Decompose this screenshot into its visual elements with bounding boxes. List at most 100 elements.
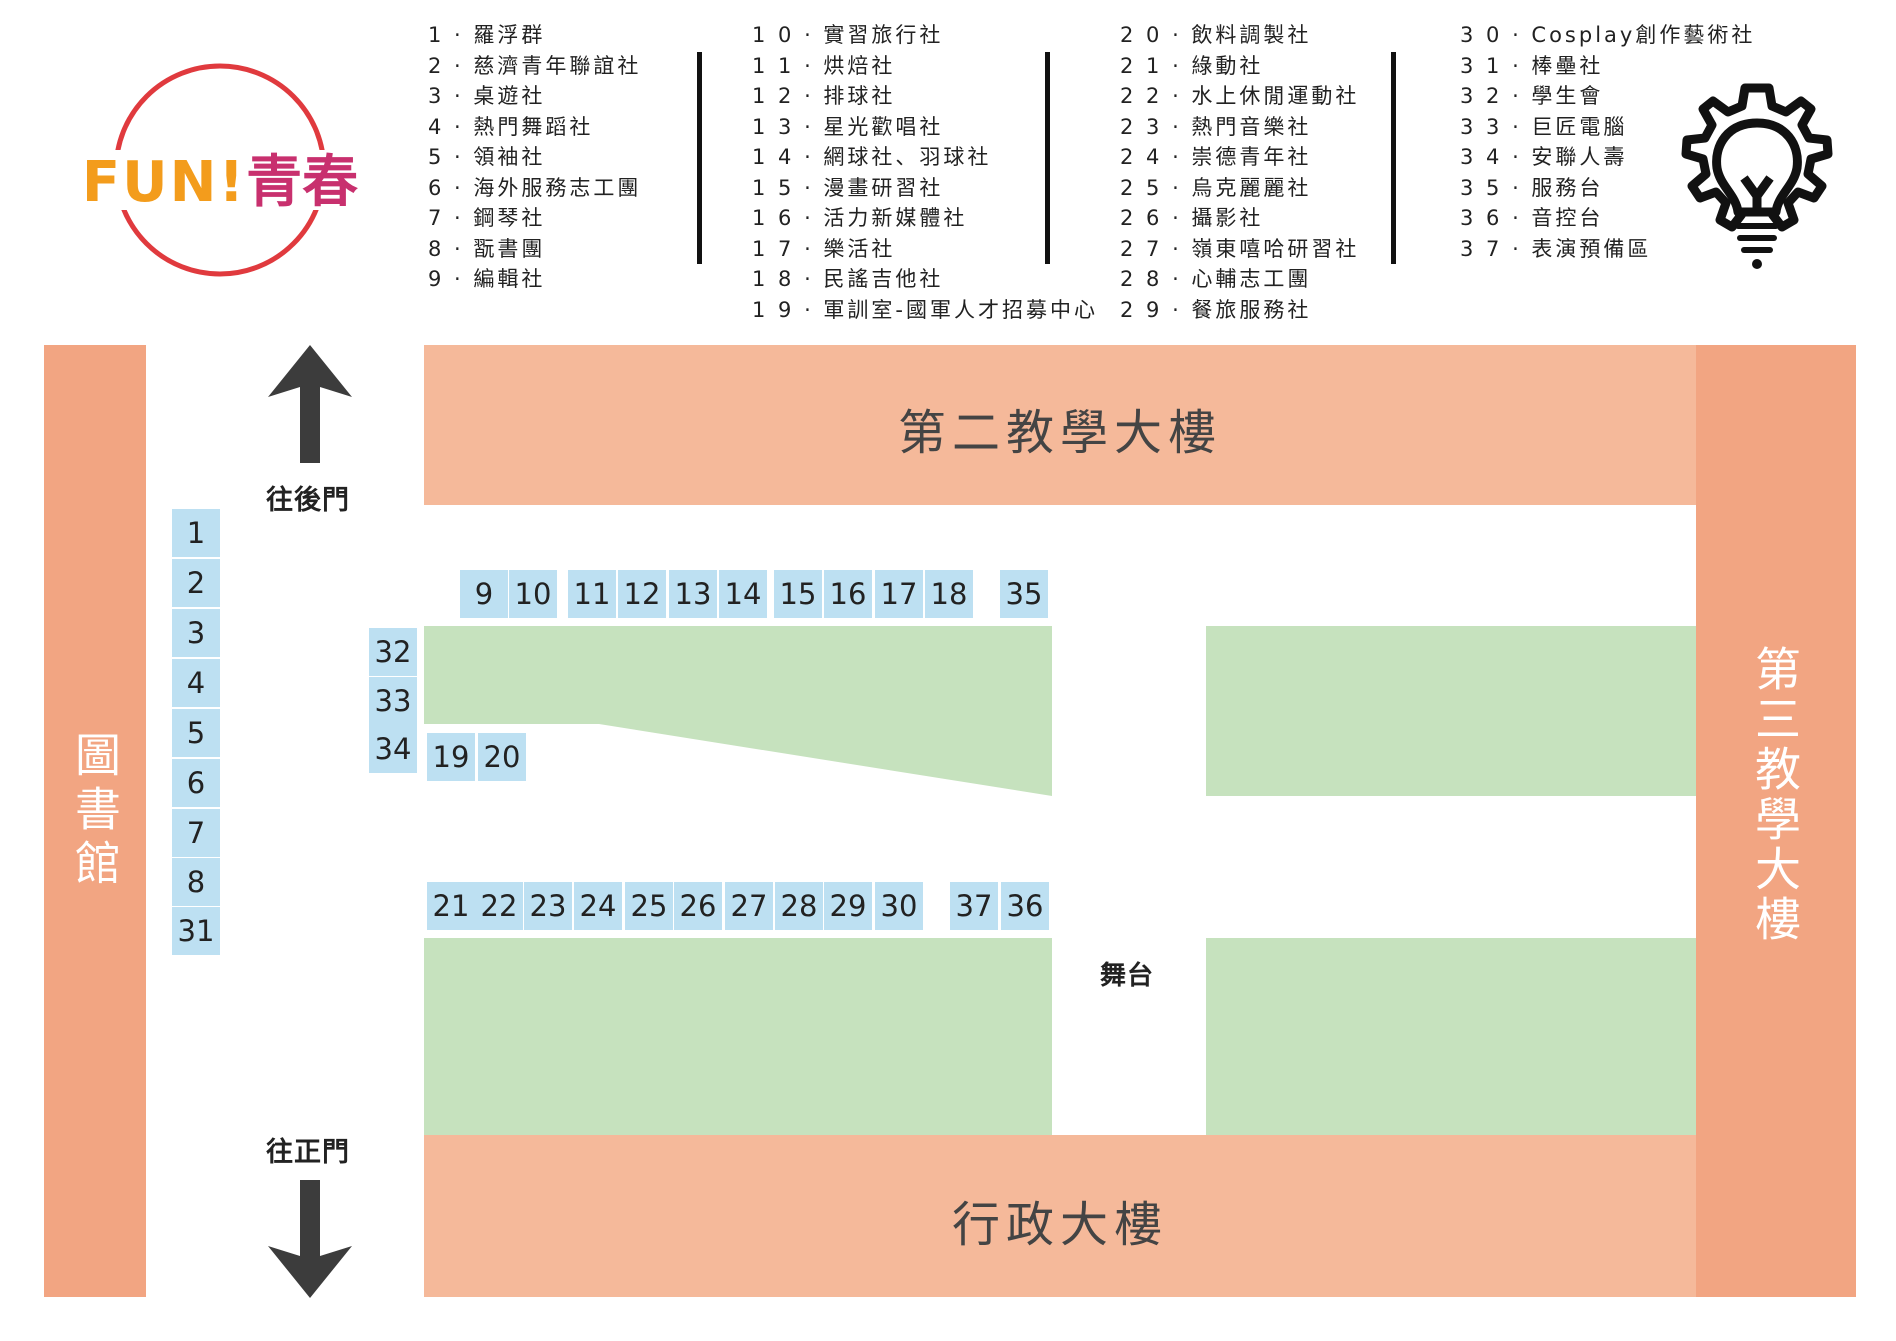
legend-item: 2 5 · 烏克麗麗社: [1120, 175, 1312, 200]
legend-item: 9 · 編輯社: [428, 267, 546, 291]
booth: 26: [674, 882, 722, 930]
booth: 3: [172, 609, 220, 657]
legend-item: 1 2 · 排球社: [752, 84, 896, 108]
logo-circle-icon: [90, 63, 350, 277]
booth: 34: [369, 725, 417, 773]
legend-item: 3 6 · 音控台: [1460, 206, 1604, 230]
booth: 27: [725, 882, 773, 930]
teaching-building-2: 第二教學大樓: [424, 345, 1696, 505]
back-gate-label: 往後門: [266, 485, 350, 516]
legend-item: 5 · 領袖社: [428, 145, 546, 169]
legend-item: 1 · 羅浮群: [428, 23, 546, 47]
booth: 37: [950, 882, 998, 930]
legend-item: 2 3 · 熱門音樂社: [1120, 114, 1312, 139]
booth: 20: [478, 733, 526, 781]
booth: 29: [824, 882, 872, 930]
legend-item: 3 4 · 安聯人壽: [1460, 145, 1628, 169]
admin-building-label: 行政大樓: [951, 1197, 1168, 1253]
legend-column-3: 2 0 · 飲料調製社 2 1 · 綠動社 2 2 · 水上休閒運動社 2 3 …: [1120, 20, 1359, 325]
booth: 21: [427, 882, 475, 930]
legend-item: 3 · 桌遊社: [428, 84, 546, 108]
logo-text-cn: 青春: [246, 150, 359, 215]
booth: 5: [172, 709, 220, 757]
booth: 4: [172, 659, 220, 707]
legend-item: 2 6 · 攝影社: [1120, 206, 1264, 230]
booth: 9: [460, 570, 508, 618]
booth: 24: [574, 882, 622, 930]
booth: 12: [618, 570, 666, 618]
legend-item: 1 3 · 星光歡唱社: [752, 114, 944, 139]
legend-divider: [1391, 52, 1396, 264]
legend-item: 6 · 海外服務志工團: [428, 175, 642, 200]
booth: 22: [475, 882, 523, 930]
legend-column-2: 1 0 · 實習旅行社 1 1 · 烘焙社 1 2 · 排球社 1 3 · 星光…: [752, 20, 1098, 325]
library-building: 圖書館: [44, 345, 146, 1297]
arrow-up-icon: [268, 345, 352, 463]
legend-item: 8 · 翫書團: [428, 236, 546, 261]
booth: 6: [172, 759, 220, 807]
teaching-building-3: 第三教學大樓: [1696, 345, 1856, 1297]
lawn-upper-left: [424, 626, 1052, 796]
booth: 19: [427, 733, 475, 781]
legend-column-1: 1 · 羅浮群 2 · 慈濟青年聯誼社 3 · 桌遊社 4 · 熱門舞蹈社 5 …: [428, 20, 641, 295]
stage-label: 舞台: [1100, 961, 1155, 991]
lawn-upper-right: [1206, 626, 1696, 796]
legend-item: 3 7 · 表演預備區: [1460, 236, 1652, 261]
booth: 31: [172, 907, 220, 955]
booth: 17: [875, 570, 923, 618]
booth: 11: [568, 570, 616, 618]
legend-item: 3 1 · 棒壘社: [1460, 53, 1604, 78]
legend-item: 2 7 · 嶺東嘻哈研習社: [1120, 236, 1360, 261]
admin-building: 行政大樓: [424, 1135, 1696, 1297]
booth: 7: [172, 809, 220, 857]
library-label: 圖書館: [68, 731, 122, 893]
legend-item: 3 5 · 服務台: [1460, 175, 1604, 200]
legend-item: 3 2 · 學生會: [1460, 84, 1604, 108]
booth: 28: [775, 882, 823, 930]
legend-item: 1 8 · 民謠吉他社: [752, 267, 944, 291]
legend-item: 2 2 · 水上休閒運動社: [1120, 84, 1360, 108]
booth: 13: [669, 570, 717, 618]
legend-column-4: 3 0 · Cosplay創作藝術社 3 1 · 棒壘社 3 2 · 學生會 3…: [1460, 20, 1755, 264]
legend-item: 2 · 慈濟青年聯誼社: [428, 53, 642, 78]
legend-item: 3 3 · 巨匠電腦: [1460, 114, 1628, 139]
booth: 10: [509, 570, 557, 618]
booth: 32: [369, 628, 417, 676]
lightbulb-gear-icon: [1681, 83, 1833, 269]
legend-divider: [697, 52, 702, 264]
booth: 14: [719, 570, 767, 618]
legend-item: 2 1 · 綠動社: [1120, 53, 1264, 78]
legend-item: 2 8 · 心輔志工團: [1120, 267, 1312, 291]
logo-text: FUN!青春: [80, 137, 360, 218]
lawn-lower-left: [424, 938, 1052, 1135]
legend-item: 1 0 · 實習旅行社: [752, 23, 944, 47]
booth: 8: [172, 858, 220, 906]
booth: 1: [172, 509, 220, 557]
logo: FUN!青春: [80, 55, 360, 285]
booth: 23: [524, 882, 572, 930]
booth: 35: [1000, 570, 1048, 618]
booth: 36: [1001, 882, 1049, 930]
legend-item: 1 6 · 活力新媒體社: [752, 206, 968, 230]
booth: 25: [625, 882, 673, 930]
booth: 15: [774, 570, 822, 618]
legend-item: 1 4 · 網球社、羽球社: [752, 145, 992, 169]
legend-item: 1 9 · 軍訓室-國軍人才招募中心: [752, 297, 1098, 322]
legend-item: 2 0 · 飲料調製社: [1120, 23, 1312, 47]
legend-item: 2 9 · 餐旅服務社: [1120, 297, 1312, 322]
booth: 16: [824, 570, 872, 618]
legend-item: 3 0 · Cosplay創作藝術社: [1460, 23, 1756, 47]
teaching-building-2-label: 第二教學大樓: [897, 405, 1222, 461]
arrow-down-icon: [268, 1180, 352, 1298]
teaching-building-3-label: 第三教學大樓: [1748, 645, 1802, 945]
booth: 30: [875, 882, 923, 930]
legend-item: 7 · 鋼琴社: [428, 206, 546, 230]
legend-divider: [1045, 52, 1050, 264]
legend-item: 1 7 · 樂活社: [752, 236, 896, 261]
legend-item: 2 4 · 崇德青年社: [1120, 145, 1312, 169]
logo-text-fun: FUN!: [81, 150, 247, 215]
lawn-lower-right: [1206, 938, 1696, 1135]
legend-item: 1 5 · 漫畫研習社: [752, 175, 944, 200]
booth: 2: [172, 559, 220, 607]
legend-item: 1 1 · 烘焙社: [752, 53, 896, 78]
